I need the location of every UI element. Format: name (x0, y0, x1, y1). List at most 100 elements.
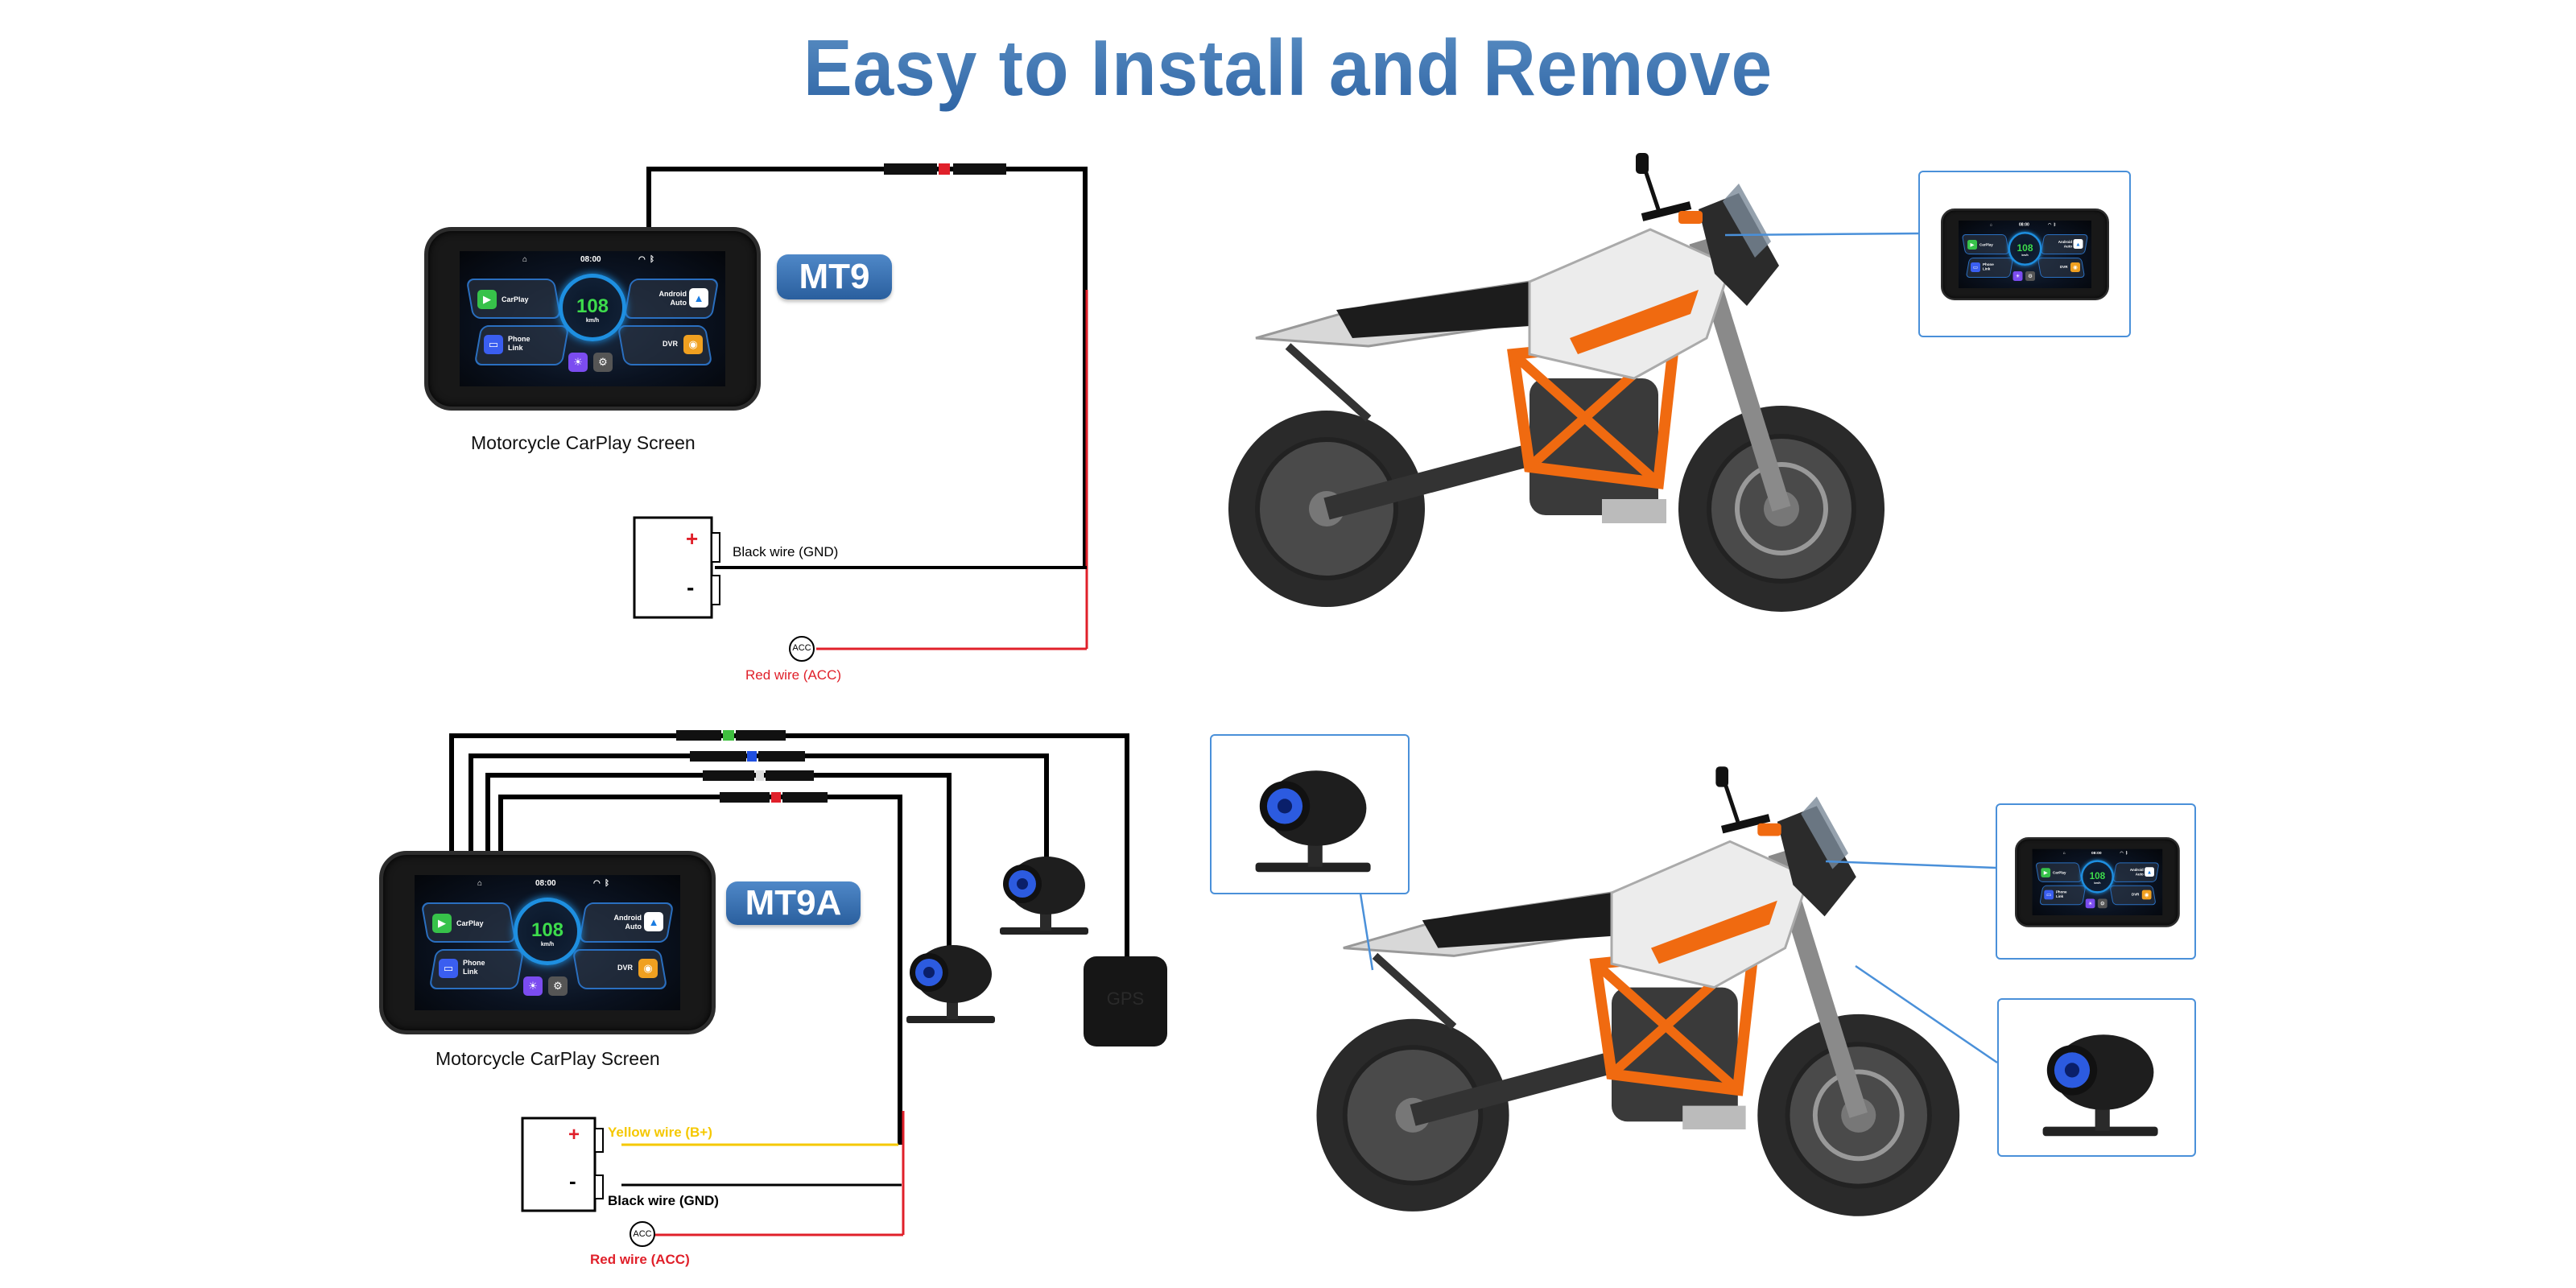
home-icon: ⌂ (1990, 222, 1993, 228)
brightness-icon[interactable]: ☀ (568, 353, 588, 372)
settings-icon[interactable]: ⚙ (593, 353, 613, 372)
phone-link-icon[interactable]: ▭ (1971, 262, 1980, 272)
settings-icon[interactable]: ⚙ (2097, 898, 2107, 909)
gps-label: GPS (1106, 989, 1145, 1009)
bluetooth-icon: ᛒ (650, 255, 654, 264)
phone-link-icon[interactable]: ▭ (484, 335, 503, 354)
clock-time: 08:00 (535, 879, 556, 888)
screen-callout: ⌂ 08:00 ◠ ᛒ 108 km/h ▶ CarPlay ▭ Phone L… (1918, 171, 2131, 337)
android-auto-icon[interactable]: ▲ (2145, 867, 2154, 877)
speedometer: 108 km/h (2080, 860, 2114, 894)
settings-icon[interactable]: ⚙ (2025, 271, 2035, 281)
black-wire-label: Black wire (GND) (608, 1193, 719, 1208)
page-title: Easy to Install and Remove (90, 23, 2486, 114)
connector (884, 163, 937, 175)
connector-white (756, 770, 764, 781)
clock-time: 08:00 (2091, 851, 2102, 856)
acc-symbol (630, 1221, 655, 1247)
acc-symbol (789, 636, 815, 662)
battery-terminal (711, 575, 720, 605)
mt9a-caption: Motorcycle CarPlay Screen (436, 1048, 660, 1069)
battery-minus: - (569, 1169, 576, 1193)
carplay-icon[interactable]: ▶ (1967, 240, 1977, 250)
connector (703, 770, 754, 781)
battery (521, 1117, 597, 1212)
wifi-icon: ◠ (2048, 222, 2052, 228)
camera-icon (2042, 1034, 2158, 1137)
speedometer: 108 km/h (559, 274, 626, 341)
clock-time: 08:00 (580, 255, 601, 264)
battery-minus: - (687, 575, 695, 600)
connector (736, 730, 786, 741)
android-auto-icon[interactable]: ▲ (644, 912, 663, 931)
dvr-icon[interactable]: ◉ (2141, 890, 2152, 900)
brightness-icon[interactable]: ☀ (2013, 271, 2023, 281)
home-icon: ⌂ (477, 879, 483, 888)
mt9a-power-cable (498, 795, 902, 1145)
front-camera (1000, 857, 1088, 935)
front-camera-callout (1997, 998, 2196, 1157)
dvr-label: DVR (617, 964, 634, 972)
dvr-icon[interactable]: ◉ (683, 335, 703, 354)
speed-value: 108 (2089, 870, 2106, 881)
dvr-label: DVR (2060, 265, 2068, 269)
speed-value: 108 (576, 295, 609, 317)
acc-label: ACC (792, 643, 811, 653)
dvr-icon[interactable]: ◉ (2070, 262, 2080, 272)
connector (758, 751, 805, 762)
android-auto-label: Android Auto (2129, 868, 2144, 877)
rear-camera (906, 945, 995, 1023)
battery-plus: + (686, 526, 699, 551)
phone-link-icon[interactable]: ▭ (439, 959, 458, 978)
wifi-icon: ◠ (638, 255, 646, 264)
android-auto-label: Android Auto (2058, 240, 2072, 249)
carplay-icon[interactable]: ▶ (432, 914, 452, 933)
black-wire-label: Black wire (GND) (733, 544, 839, 559)
carplay-label: CarPlay (456, 919, 484, 927)
carplay-label: CarPlay (502, 295, 529, 303)
android-auto-icon[interactable]: ▲ (2073, 239, 2083, 249)
android-auto-label: Android Auto (658, 290, 687, 307)
android-auto-icon[interactable]: ▲ (689, 288, 708, 308)
dvr-icon[interactable]: ◉ (638, 959, 658, 978)
bluetooth-icon: ᛒ (2125, 851, 2128, 856)
callout-line (1825, 860, 1996, 869)
red-wire-label: Red wire (ACC) (745, 667, 842, 683)
callout-line (1855, 964, 1998, 1064)
mt9-caption: Motorcycle CarPlay Screen (471, 432, 696, 453)
speedometer: 108 km/h (2008, 232, 2042, 266)
mt9a-badge: MT9A (726, 881, 861, 925)
carplay-icon[interactable]: ▶ (2041, 868, 2051, 877)
home-icon: ⌂ (2062, 851, 2066, 856)
settings-icon[interactable]: ⚙ (548, 976, 568, 996)
brightness-icon[interactable]: ☀ (2085, 898, 2095, 909)
carplay-icon[interactable]: ▶ (477, 290, 497, 309)
phone-link-label: Phone Link (2055, 890, 2067, 898)
speedometer: 108 km/h (514, 898, 581, 965)
speed-value: 108 (2017, 242, 2033, 254)
connector (766, 770, 814, 781)
screen-display: ⌂ 08:00 ◠ ᛒ 108 km/h ▶ CarPlay ▭ Phone L… (415, 875, 680, 1010)
callout-line (1359, 893, 1374, 971)
yellow-wire-label: Yellow wire (B+) (608, 1125, 712, 1140)
brightness-icon[interactable]: ☀ (523, 976, 543, 996)
screen-thumbnail: ⌂ 08:00 ◠ ᛒ 108 km/h ▶ CarPlay ▭ Phone L… (2015, 837, 2180, 927)
mt9-power-cable (646, 167, 1088, 568)
connector-red (771, 792, 781, 803)
speed-value: 108 (530, 919, 564, 941)
battery-terminal (711, 532, 720, 563)
speed-unit: km/h (585, 318, 600, 324)
screen-display: ⌂ 08:00 ◠ ᛒ 108 km/h ▶ CarPlay ▭ Phone L… (460, 251, 725, 386)
speed-unit: km/h (2094, 881, 2101, 885)
gps-cable (449, 733, 1129, 974)
clock-time: 08:00 (2019, 222, 2029, 228)
phone-link-icon[interactable]: ▭ (2044, 890, 2054, 900)
connector-green (723, 730, 734, 741)
carplay-label: CarPlay (2053, 870, 2066, 875)
gps-module (1084, 956, 1167, 1046)
bluetooth-icon: ᛒ (2054, 222, 2056, 228)
battery (633, 516, 713, 619)
motorcycle-mt9a (1316, 766, 1959, 1216)
dvr-label: DVR (663, 340, 679, 348)
